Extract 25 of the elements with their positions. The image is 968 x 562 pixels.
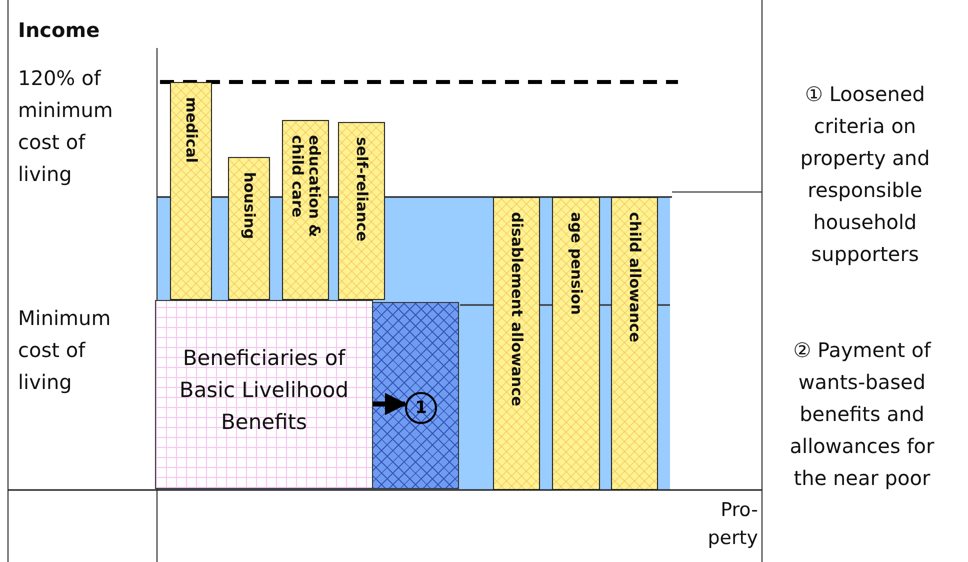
- beneficiaries-box: [155, 300, 373, 489]
- bar-label: age pension: [568, 212, 584, 315]
- benefit-bar: [493, 197, 540, 490]
- benefit-bar: [552, 197, 600, 490]
- bar-label: medical: [182, 97, 200, 163]
- note: ① Loosened criteria on property and responsible household supporters: [799, 81, 931, 268]
- threshold-label: Minimum cost of living: [18, 305, 112, 396]
- axis-title: Income: [18, 17, 101, 44]
- note: ② Payment of wants-based benefits and allowances for the near poor: [788, 337, 936, 492]
- bar-label: housing: [240, 172, 258, 240]
- bar-label: self-reliance: [353, 137, 370, 242]
- benefit-bar: [611, 197, 658, 490]
- arrow: [373, 392, 408, 416]
- threshold-label: 120% of minimum cost of living: [18, 65, 114, 188]
- bar-label: child allowance: [626, 212, 643, 342]
- callout-circle: 1: [405, 392, 437, 424]
- benefit-bar: [228, 157, 270, 300]
- benefit-bar: [282, 120, 329, 300]
- expansion-box: [372, 302, 459, 489]
- benefit-bar: [338, 122, 385, 300]
- bar-label: disablement allowance: [508, 212, 525, 406]
- benefit-bar: [170, 82, 212, 300]
- box-label: Beneficiaries of Basic Livelihood Benefits: [178, 344, 350, 436]
- bar-label: education & child care: [288, 135, 322, 240]
- axis-title: Pro- perty: [706, 498, 758, 551]
